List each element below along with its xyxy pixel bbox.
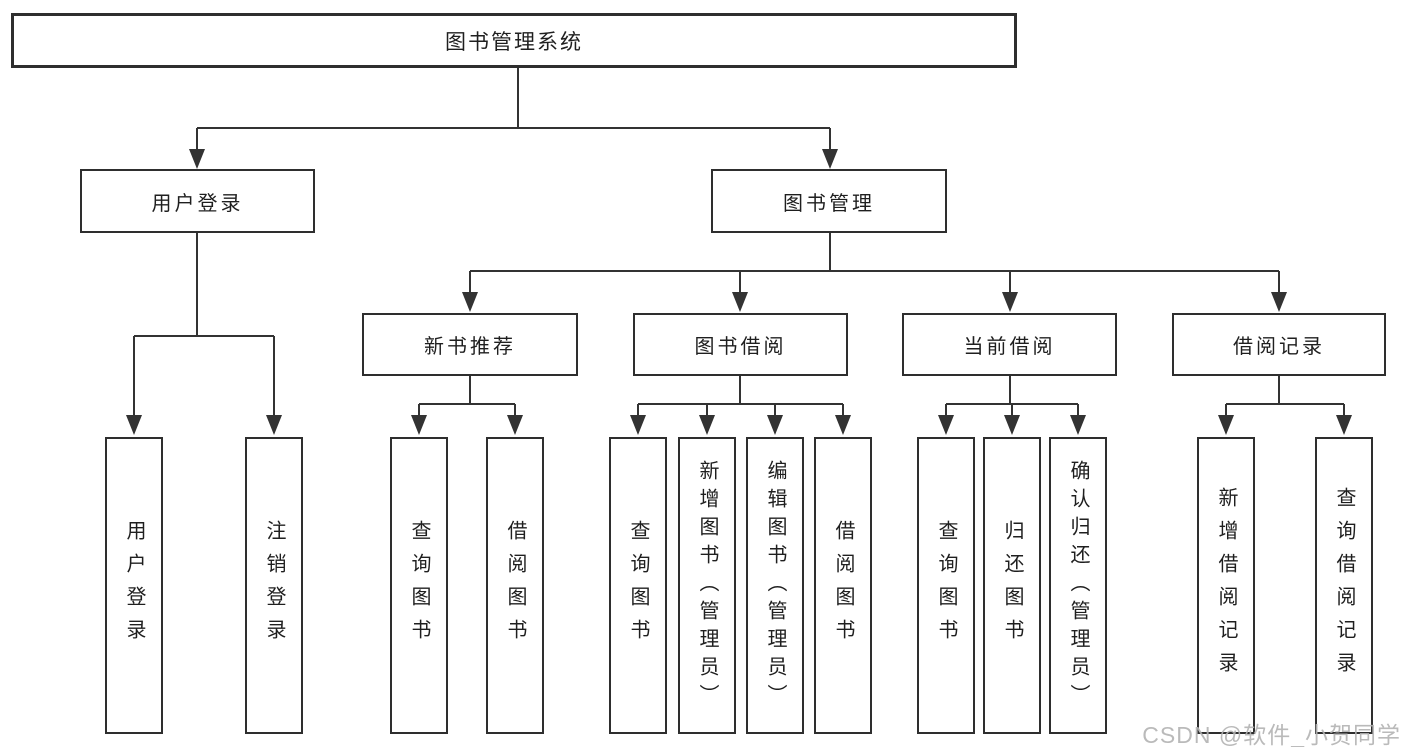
leaf-label: 查询图书 [627, 519, 649, 652]
connector-trunks [134, 68, 1344, 405]
node-library-management-system: 图书管理系统 [11, 13, 1017, 68]
connector-arrows [126, 128, 1352, 435]
leaf-borrow-books: 借阅图书 [814, 437, 872, 734]
leaf-label: 查询图书 [408, 519, 430, 652]
leaf-label: 查询借阅记录 [1333, 486, 1355, 685]
leaf-label: 编辑图书（管理员） [764, 459, 786, 712]
leaf-logout: 注销登录 [245, 437, 303, 734]
leaf-add-books-admin: 新增图书（管理员） [678, 437, 736, 734]
node-borrowing-records: 借阅记录 [1172, 313, 1386, 376]
csdn-watermark: CSDN @软件_小贺同学 [1142, 722, 1401, 747]
node-book-borrowing: 图书借阅 [633, 313, 848, 376]
node-new-book-recommendation: 新书推荐 [362, 313, 578, 376]
node-current-borrowing: 当前借阅 [902, 313, 1117, 376]
leaf-add-borrow-record: 新增借阅记录 [1197, 437, 1255, 734]
leaf-label: 借阅图书 [832, 519, 854, 652]
leaf-user-login: 用户登录 [105, 437, 163, 734]
leaf-query-borrow-record: 查询借阅记录 [1315, 437, 1373, 734]
leaf-label: 归还图书 [1001, 519, 1023, 652]
leaf-query-books-current: 查询图书 [917, 437, 975, 734]
leaf-confirm-return-admin: 确认归还（管理员） [1049, 437, 1107, 734]
leaf-label: 用户登录 [123, 519, 145, 652]
leaf-label: 新增图书（管理员） [696, 459, 718, 712]
leaf-label: 新增借阅记录 [1215, 486, 1237, 685]
leaf-return-books: 归还图书 [983, 437, 1041, 734]
leaf-query-books-recommend: 查询图书 [390, 437, 448, 734]
leaf-query-books-borrow: 查询图书 [609, 437, 667, 734]
leaf-label: 确认归还（管理员） [1067, 459, 1089, 712]
node-book-management: 图书管理 [711, 169, 947, 233]
leaf-label: 查询图书 [935, 519, 957, 652]
leaf-label: 注销登录 [263, 519, 285, 652]
leaf-borrow-books-recommend: 借阅图书 [486, 437, 544, 734]
leaf-edit-books-admin: 编辑图书（管理员） [746, 437, 804, 734]
leaf-label: 借阅图书 [504, 519, 526, 652]
node-user-login: 用户登录 [80, 169, 315, 233]
